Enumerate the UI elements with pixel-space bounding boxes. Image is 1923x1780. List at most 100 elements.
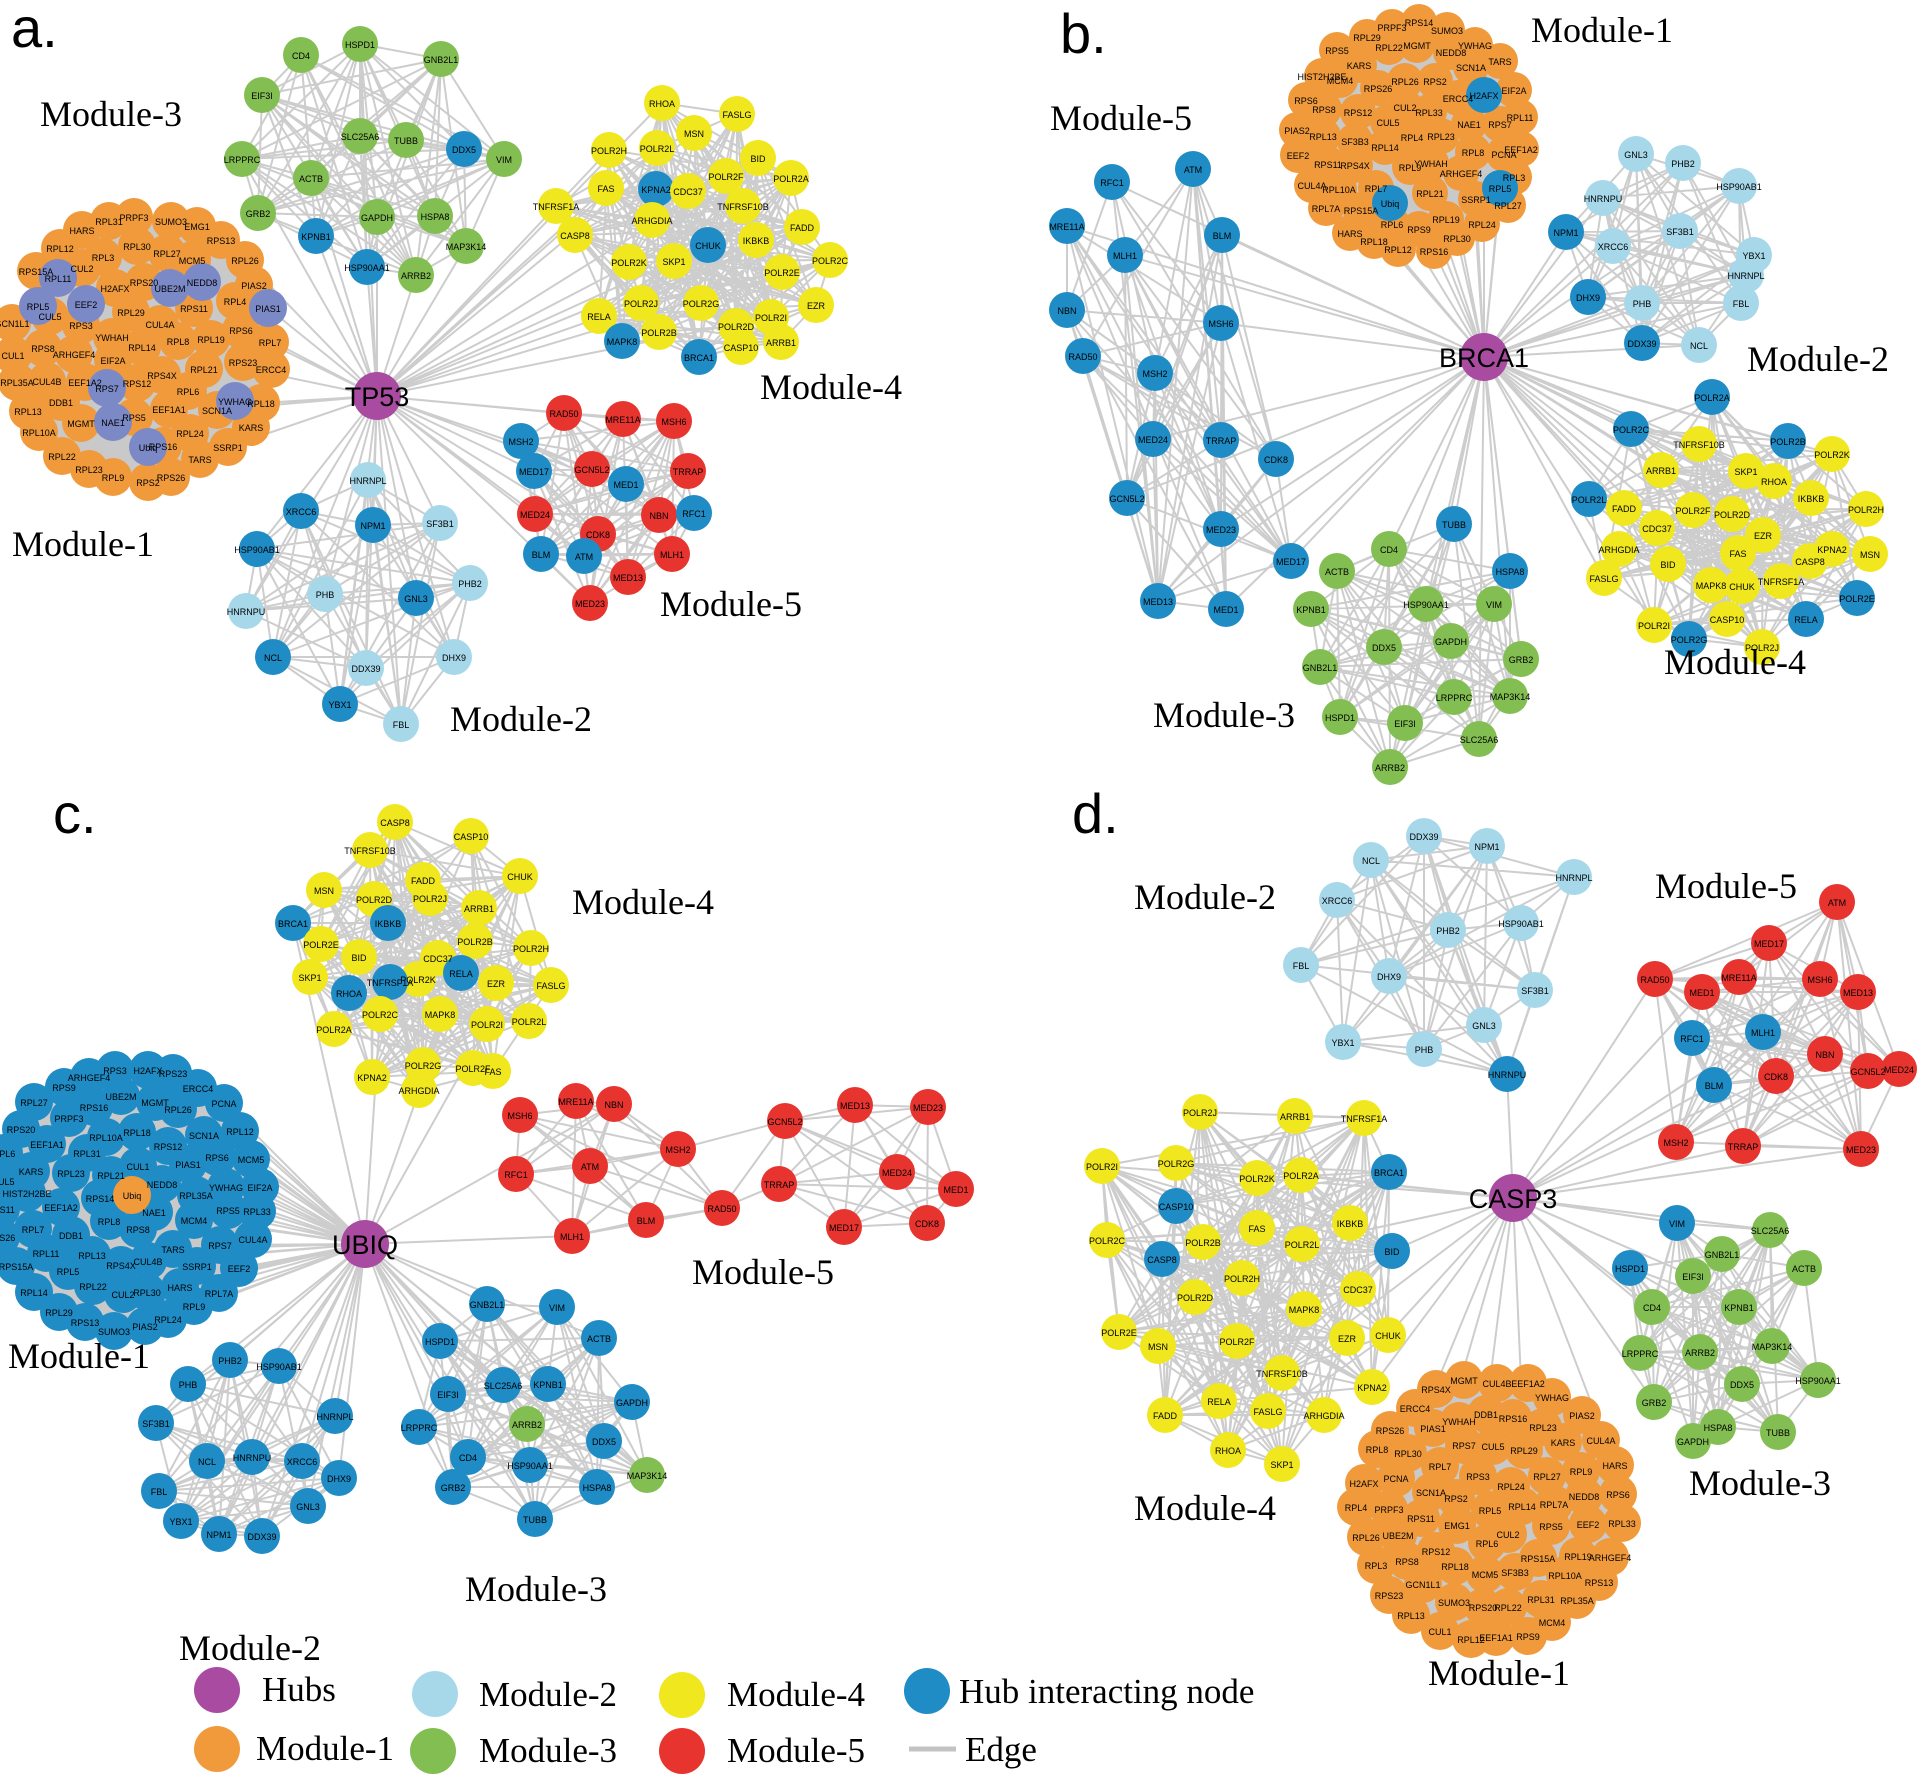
svg-text:NAE1: NAE1 <box>101 418 125 428</box>
svg-text:BRCA1: BRCA1 <box>1439 343 1529 373</box>
svg-text:RHOA: RHOA <box>1761 477 1787 487</box>
svg-text:RPL14: RPL14 <box>1508 1502 1536 1512</box>
svg-text:NBN: NBN <box>1057 306 1076 316</box>
svg-text:FASLG: FASLG <box>722 110 751 120</box>
svg-text:PHB: PHB <box>1415 1045 1434 1055</box>
svg-text:RPS13: RPS13 <box>71 1318 100 1328</box>
svg-text:ARHGDIA: ARHGDIA <box>1303 1411 1344 1421</box>
svg-text:RPS9: RPS9 <box>52 1083 76 1093</box>
svg-text:MED13: MED13 <box>1843 988 1873 998</box>
svg-text:RPL11: RPL11 <box>45 274 72 284</box>
svg-text:TNFRSF1A: TNFRSF1A <box>367 978 414 988</box>
svg-text:GCN5L2: GCN5L2 <box>1850 1067 1885 1077</box>
svg-text:RPL26: RPL26 <box>164 1105 192 1115</box>
svg-text:NCL: NCL <box>264 653 282 663</box>
svg-text:MED23: MED23 <box>1206 525 1236 535</box>
svg-text:SUMO3: SUMO3 <box>1438 1598 1470 1608</box>
svg-text:CUL5: CUL5 <box>1481 1442 1504 1452</box>
svg-text:FADD: FADD <box>1612 504 1637 514</box>
svg-text:RPL5: RPL5 <box>1489 184 1512 194</box>
svg-text:RPS16: RPS16 <box>1420 247 1449 257</box>
svg-text:RPL10A: RPL10A <box>22 428 56 438</box>
svg-text:RPL7A: RPL7A <box>1540 1500 1569 1510</box>
svg-text:FAS: FAS <box>484 1067 501 1077</box>
svg-text:ARRB1: ARRB1 <box>1280 1112 1310 1122</box>
svg-text:MED24: MED24 <box>1884 1065 1914 1075</box>
svg-text:CUL5: CUL5 <box>1376 118 1399 128</box>
svg-text:EIF3I: EIF3I <box>251 91 273 101</box>
svg-text:CDC37: CDC37 <box>1642 524 1672 534</box>
svg-text:FAS: FAS <box>1248 1224 1265 1234</box>
svg-text:Ubiq: Ubiq <box>139 443 158 453</box>
svg-text:MED17: MED17 <box>1754 939 1784 949</box>
svg-text:RPL9: RPL9 <box>102 473 125 483</box>
svg-text:DDX5: DDX5 <box>1372 643 1396 653</box>
svg-text:MSH2: MSH2 <box>665 1145 690 1155</box>
svg-text:HSP90AA1: HSP90AA1 <box>1403 600 1449 610</box>
svg-text:KPNA2: KPNA2 <box>1817 545 1847 555</box>
svg-text:RPL30: RPL30 <box>133 1288 161 1298</box>
svg-text:RPL23: RPL23 <box>57 1169 85 1179</box>
svg-text:ARHGEF4: ARHGEF4 <box>53 350 96 360</box>
svg-text:HARS: HARS <box>167 1283 192 1293</box>
svg-text:d.: d. <box>1072 782 1119 845</box>
svg-text:MGMT: MGMT <box>67 419 95 429</box>
svg-text:RPS2: RPS2 <box>136 478 160 488</box>
svg-text:GAPDH: GAPDH <box>1677 1437 1709 1447</box>
svg-text:HNRNPL: HNRNPL <box>349 476 386 486</box>
svg-text:Module-4: Module-4 <box>727 1675 865 1714</box>
svg-text:POLR2I: POLR2I <box>471 1020 503 1030</box>
svg-text:ATM: ATM <box>1828 898 1846 908</box>
svg-text:MCM5: MCM5 <box>179 256 206 266</box>
svg-text:YWHAG: YWHAG <box>218 397 252 407</box>
svg-text:POLR2B: POLR2B <box>1185 1238 1221 1248</box>
svg-text:GAPDH: GAPDH <box>616 1398 648 1408</box>
svg-text:CASP8: CASP8 <box>1795 557 1825 567</box>
svg-text:FASLG: FASLG <box>1589 574 1618 584</box>
svg-text:POLR2L: POLR2L <box>1285 1240 1320 1250</box>
svg-text:SLC25A6: SLC25A6 <box>1460 735 1499 745</box>
svg-text:TRRAP: TRRAP <box>1728 1142 1759 1152</box>
svg-text:SF3B1: SF3B1 <box>426 519 454 529</box>
svg-text:TUBB: TUBB <box>394 136 418 146</box>
svg-text:HSP90AB1: HSP90AB1 <box>234 545 280 555</box>
svg-text:TRRAP: TRRAP <box>1206 436 1237 446</box>
svg-text:RPL29: RPL29 <box>1353 33 1381 43</box>
svg-text:RPL22: RPL22 <box>1375 43 1403 53</box>
svg-text:RPL18: RPL18 <box>247 399 275 409</box>
svg-text:ARHGDIA: ARHGDIA <box>1598 545 1639 555</box>
svg-text:GNB2L1: GNB2L1 <box>470 1300 505 1310</box>
svg-text:RPL31: RPL31 <box>95 217 123 227</box>
svg-text:NAE1: NAE1 <box>1457 120 1481 130</box>
svg-text:PIAS2: PIAS2 <box>241 281 267 291</box>
svg-text:RPL27: RPL27 <box>1533 1472 1561 1482</box>
svg-text:YBX1: YBX1 <box>1742 251 1765 261</box>
svg-text:ARRB1: ARRB1 <box>464 904 494 914</box>
svg-text:KARS: KARS <box>1551 1438 1576 1448</box>
svg-text:POLR2B: POLR2B <box>1770 437 1806 447</box>
svg-text:Ubiq: Ubiq <box>1381 199 1400 209</box>
svg-text:KARS: KARS <box>239 423 264 433</box>
svg-text:EEF2: EEF2 <box>75 300 98 310</box>
svg-text:RELA: RELA <box>449 969 473 979</box>
svg-text:PHB2: PHB2 <box>458 579 482 589</box>
svg-text:TRRAP: TRRAP <box>673 467 704 477</box>
svg-text:POLR2K: POLR2K <box>1239 1174 1275 1184</box>
svg-text:MAPK8: MAPK8 <box>1289 1305 1320 1315</box>
svg-text:FBL: FBL <box>393 720 410 730</box>
svg-text:CD4: CD4 <box>292 51 310 61</box>
svg-text:RPS15A: RPS15A <box>1344 206 1379 216</box>
svg-text:FBL: FBL <box>151 1487 168 1497</box>
svg-text:SCN1A: SCN1A <box>1456 63 1486 73</box>
svg-text:H2AFX: H2AFX <box>1349 1479 1378 1489</box>
svg-text:ERCC4: ERCC4 <box>1443 94 1474 104</box>
svg-text:POLR2F: POLR2F <box>708 172 744 182</box>
svg-text:RFC1: RFC1 <box>504 1170 528 1180</box>
svg-text:YBX1: YBX1 <box>328 700 351 710</box>
svg-text:PIAS2: PIAS2 <box>132 1322 158 1332</box>
svg-text:HIST2H2BE: HIST2H2BE <box>1297 72 1346 82</box>
svg-text:CD4: CD4 <box>1643 1303 1661 1313</box>
svg-text:RPS26: RPS26 <box>157 473 186 483</box>
svg-text:EEF1A1: EEF1A1 <box>1479 1633 1513 1643</box>
svg-text:Module-1: Module-1 <box>1531 10 1673 50</box>
